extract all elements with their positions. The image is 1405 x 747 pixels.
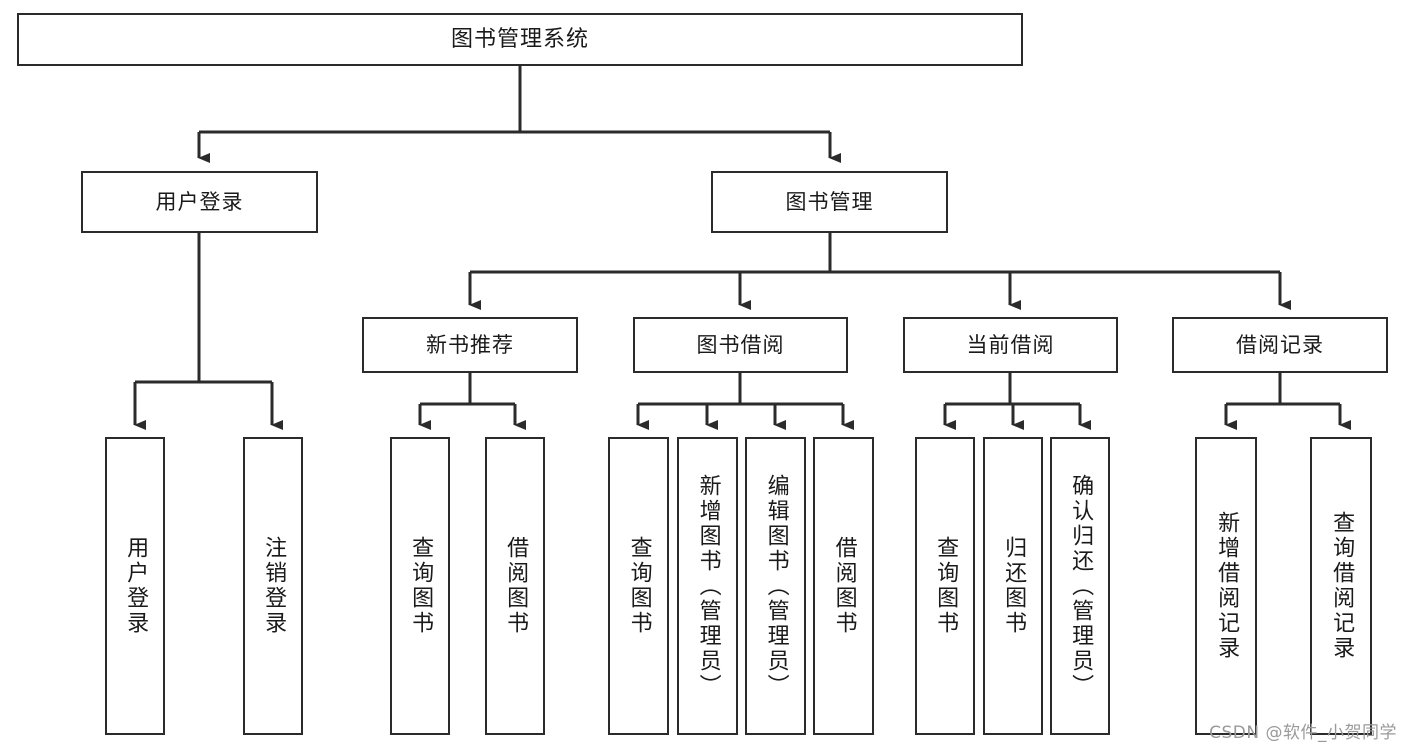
node-label: 新书推荐 — [426, 332, 514, 357]
node-label: 新增借阅记录 — [1214, 511, 1240, 661]
watermark-text: CSDN @软件_小贺同学 — [1209, 723, 1397, 743]
node-label: 图书管理系统 — [450, 26, 589, 52]
node-label: 借阅图书 — [503, 536, 529, 636]
node-label: 借阅图书 — [831, 536, 857, 636]
node-label: 注销登录 — [261, 536, 287, 636]
node-new-book-recommend[interactable]: 新书推荐 — [362, 317, 578, 373]
node-label: 查询借阅记录 — [1329, 511, 1355, 661]
node-label: 归还图书 — [1001, 536, 1027, 636]
leaf-new-book-query[interactable]: 查询图书 — [390, 437, 450, 735]
node-label: 查询图书 — [408, 536, 434, 636]
leaf-user-login-login[interactable]: 用户登录 — [105, 437, 165, 735]
leaf-borrow-record-add[interactable]: 新增借阅记录 — [1195, 437, 1257, 735]
leaf-borrow-record-query[interactable]: 查询借阅记录 — [1310, 437, 1372, 735]
leaf-current-borrow-return[interactable]: 归还图书 — [983, 437, 1043, 735]
leaf-book-borrow-query[interactable]: 查询图书 — [608, 437, 669, 735]
leaf-book-borrow-borrow[interactable]: 借阅图书 — [813, 437, 874, 735]
node-label: 当前借阅 — [966, 332, 1055, 357]
node-label: 查询图书 — [933, 536, 959, 636]
node-label: 图书管理 — [785, 189, 874, 214]
node-root-book-management-system[interactable]: 图书管理系统 — [17, 13, 1023, 66]
node-label: 新增图书（管理员） — [695, 473, 721, 699]
node-label: 图书借阅 — [696, 332, 785, 357]
leaf-current-borrow-confirm-admin[interactable]: 确认归还（管理员） — [1050, 437, 1110, 735]
node-book-borrow[interactable]: 图书借阅 — [633, 317, 848, 373]
node-label: 用户登录 — [155, 189, 244, 214]
leaf-book-borrow-add-admin[interactable]: 新增图书（管理员） — [677, 437, 738, 735]
leaf-new-book-borrow[interactable]: 借阅图书 — [485, 437, 545, 735]
node-current-borrow[interactable]: 当前借阅 — [903, 317, 1118, 373]
node-label: 确认归还（管理员） — [1068, 473, 1094, 699]
node-label: 用户登录 — [123, 536, 149, 636]
node-label: 编辑图书（管理员） — [763, 473, 789, 699]
leaf-book-borrow-edit-admin[interactable]: 编辑图书（管理员） — [745, 437, 806, 735]
leaf-current-borrow-query[interactable]: 查询图书 — [915, 437, 975, 735]
node-label: 借阅记录 — [1236, 332, 1324, 357]
node-label: 查询图书 — [626, 536, 652, 636]
leaf-user-login-logout[interactable]: 注销登录 — [243, 437, 303, 735]
node-book-management[interactable]: 图书管理 — [711, 171, 948, 233]
node-user-login[interactable]: 用户登录 — [81, 171, 318, 233]
node-borrow-record[interactable]: 借阅记录 — [1172, 317, 1388, 373]
